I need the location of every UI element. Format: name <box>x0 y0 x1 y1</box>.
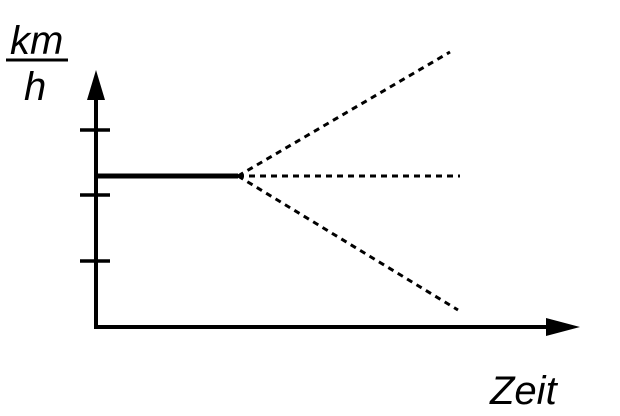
x-axis-label: Zeit <box>489 369 559 413</box>
y-unit-label: km h <box>6 19 68 109</box>
scenario-decrease <box>237 174 459 312</box>
y-unit-denominator: h <box>24 65 46 109</box>
scenario-increase <box>237 50 451 178</box>
y-axis <box>80 70 110 328</box>
y-axis-arrowhead <box>87 70 105 100</box>
x-axis-arrowhead <box>546 318 580 336</box>
x-axis <box>94 318 580 336</box>
y-unit-numerator: km <box>10 19 63 63</box>
